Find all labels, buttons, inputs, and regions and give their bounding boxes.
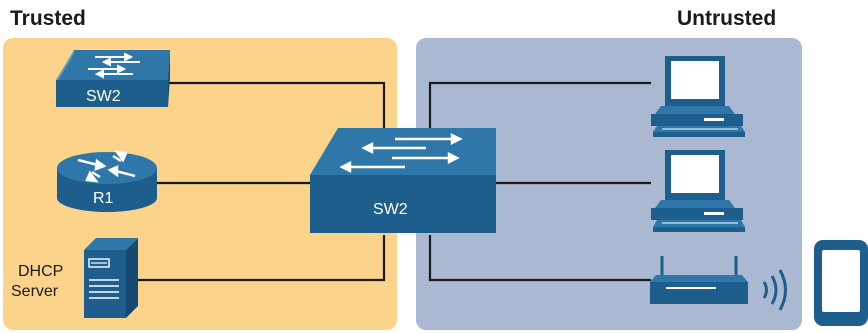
link-dhcp-to-core — [138, 235, 386, 282]
switch-arrows-icon — [88, 52, 140, 79]
router-arrows-icon — [77, 150, 136, 183]
wireless-access-point — [650, 256, 787, 311]
access-switch: SW2 — [56, 50, 170, 107]
pc-middle — [651, 150, 745, 232]
router: R1 — [57, 150, 157, 212]
trusted-zone-title: Trusted — [10, 7, 86, 30]
link-core-to-ap — [428, 235, 651, 282]
dhcp-server-label-line2: Server — [11, 283, 59, 300]
wireless-signal-icon — [762, 269, 787, 311]
dhcp-server: DHCP Server — [11, 238, 138, 318]
access-switch-label: SW2 — [86, 88, 121, 105]
tablet — [814, 240, 868, 326]
core-switch: SW2 — [310, 128, 496, 233]
router-label: R1 — [93, 190, 114, 207]
desktop-pc-icon — [671, 155, 719, 193]
pc-top — [651, 56, 745, 137]
core-switch-label: SW2 — [373, 201, 408, 218]
untrusted-zone-title: Untrusted — [677, 7, 777, 30]
dhcp-server-label-line1: DHCP — [18, 263, 63, 280]
switch-arrows-icon — [339, 133, 463, 173]
desktop-pc-icon — [671, 61, 719, 99]
